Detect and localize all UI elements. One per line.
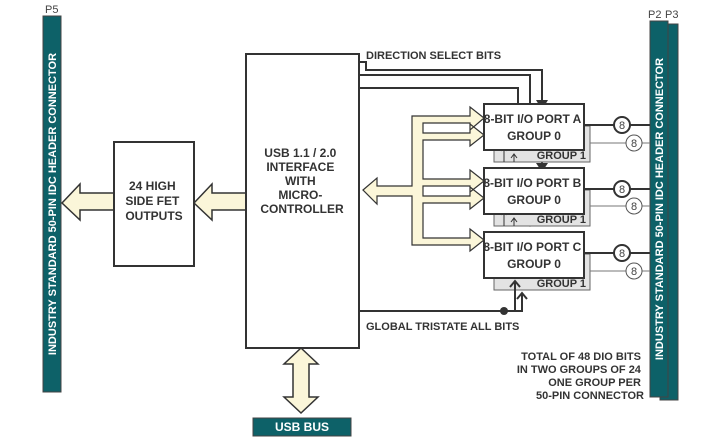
fet-to-connector-arrow [60,182,115,222]
usb-to-fet-arrow [192,182,247,222]
usb-interface-block [245,53,360,349]
global-tristate-label: GLOBAL TRISTATE ALL BITS [366,321,519,333]
usb-bus-arrow [282,346,320,415]
port-b-group1-label: GROUP 1 [537,214,586,226]
connector-p5-label: P5 [45,4,58,16]
connector-p3-label: P3 [665,9,678,21]
usb-block-text: USB 1.1 / 2.0 INTERFACE WITH MICRO- CONT… [260,146,344,216]
connector-p2 [649,20,669,398]
usb-bus-block [252,417,352,437]
svg-text:8: 8 [619,120,625,132]
port-b-box [483,167,585,215]
direction-select-label: DIRECTION SELECT BITS [366,50,501,62]
usb-bus-label: USB BUS [275,420,329,434]
svg-text:8: 8 [631,266,637,278]
svg-text:8: 8 [619,248,625,260]
port-a-text: 8-BIT I/O PORT A GROUP 0 [484,112,584,143]
port-a-group1-label: GROUP 1 [537,150,586,162]
port-c-box [483,231,585,279]
bit-count-labels: 8 8 8 8 8 8 [619,120,637,278]
dio-total-note: TOTAL OF 48 DIO BITS IN TWO GROUPS OF 24… [517,351,644,402]
fet-block-text: 24 HIGH SIDE FET OUTPUTS [125,179,182,223]
port-b-text: 8-BIT I/O PORT B GROUP 0 [483,176,584,207]
data-bus-arrows [362,105,485,253]
port-c-group1-label: GROUP 1 [537,278,586,290]
svg-text:8: 8 [631,138,637,150]
port-c-text: 8-BIT I/O PORT C GROUP 0 [483,240,584,271]
svg-text:8: 8 [619,184,625,196]
bit-count-badges [613,116,643,280]
connector-p5 [42,15,62,393]
connector-p2-text: INDUSTRY STANDARD 50-PIN IDC HEADER CONN… [654,58,666,360]
connector-p5-text: INDUSTRY STANDARD 50-PIN IDC HEADER CONN… [47,53,59,355]
svg-text:8: 8 [631,201,637,213]
connector-p2-label: P2 [648,9,661,21]
port-a-box [483,103,585,151]
tristate-junction-dot [500,307,508,315]
global-tristate-lines [359,279,528,312]
